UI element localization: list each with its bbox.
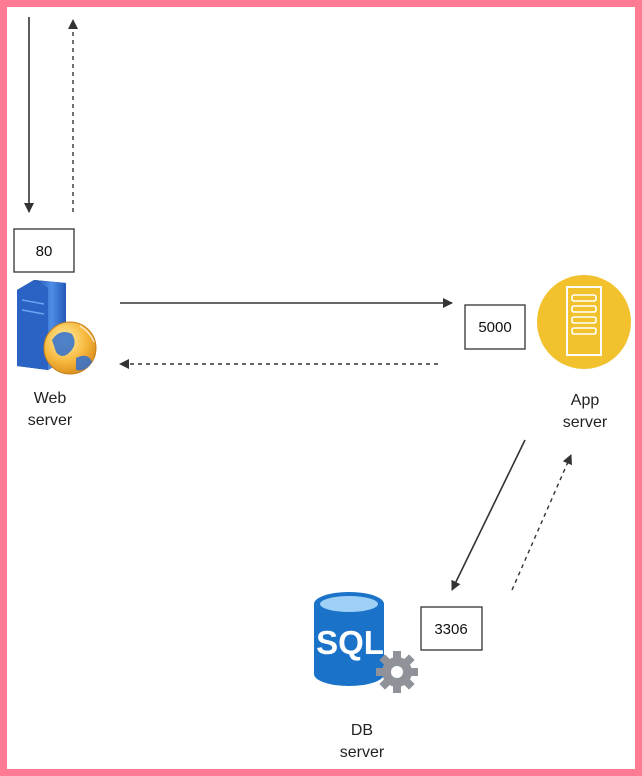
db-server-label-line2: server: [340, 744, 385, 761]
app-server-label-line1: App: [571, 392, 600, 409]
app-server-rack-icon: [537, 275, 631, 369]
gear-icon: [376, 651, 418, 693]
db-port-label: 3306: [434, 621, 467, 638]
web-port-label: 80: [36, 243, 53, 260]
db-port-box: 3306: [420, 606, 483, 651]
edge-db-to-app: [511, 454, 572, 591]
web-server-label-line1: Web: [34, 390, 67, 407]
edge-app-to-db: [451, 439, 526, 591]
web-server-label-line2: server: [28, 412, 73, 429]
web-port-box: 80: [13, 228, 75, 273]
sql-icon-text: SQL: [316, 624, 384, 661]
app-server-label-line2: server: [563, 414, 608, 431]
web-server-globe-icon: [17, 280, 97, 375]
db-server-label-line1: DB: [351, 722, 373, 739]
sql-database-gear-icon: SQL: [314, 592, 418, 693]
app-port-label: 5000: [478, 319, 511, 336]
app-port-box: 5000: [464, 304, 526, 350]
